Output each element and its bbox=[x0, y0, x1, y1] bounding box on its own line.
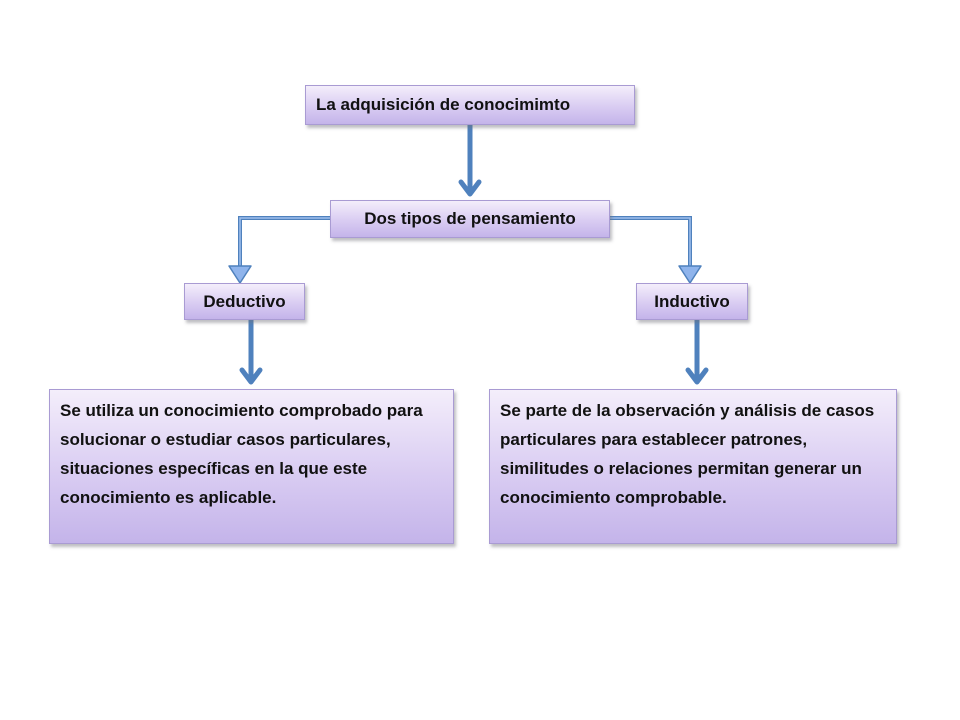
arrow-deductive-to-description bbox=[239, 317, 263, 385]
deductive-node: Deductivo bbox=[184, 283, 305, 320]
deductive-description: Se utiliza un conocimiento comprobado pa… bbox=[49, 389, 454, 544]
thinking-types-node: Dos tipos de pensamiento bbox=[330, 200, 610, 238]
arrow-root-to-types bbox=[458, 122, 482, 197]
connector-types-to-inductive bbox=[610, 216, 702, 284]
root-node-label: La adquisición de conocimimto bbox=[316, 95, 571, 114]
root-node: La adquisición de conocimimto bbox=[305, 85, 635, 125]
inductive-label: Inductivo bbox=[654, 291, 730, 311]
inductive-node: Inductivo bbox=[636, 283, 748, 320]
connector-types-to-deductive bbox=[228, 216, 330, 284]
deductive-label: Deductivo bbox=[203, 291, 286, 311]
thinking-types-label: Dos tipos de pensamiento bbox=[364, 209, 576, 228]
inductive-description: Se parte de la observación y análisis de… bbox=[489, 389, 897, 544]
arrow-inductive-to-description bbox=[685, 317, 709, 385]
